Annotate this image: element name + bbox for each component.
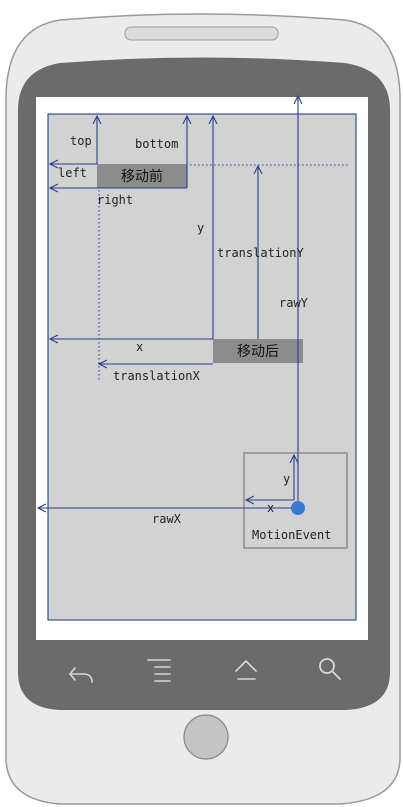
back-icon[interactable] bbox=[69, 667, 93, 683]
after-move-label: 移动后 bbox=[237, 344, 279, 360]
right-label: right bbox=[97, 193, 133, 207]
motion-event-label: MotionEvent bbox=[252, 528, 331, 542]
search-icon[interactable] bbox=[319, 658, 341, 680]
canvas-area bbox=[47, 113, 357, 621]
translation-y-label: translationY bbox=[217, 246, 304, 260]
top-label: top bbox=[70, 134, 92, 148]
after-move-box bbox=[213, 339, 303, 363]
motion-event-box bbox=[243, 452, 348, 549]
event-y-label: y bbox=[283, 472, 290, 486]
left-label: left bbox=[58, 166, 87, 180]
hardware-home-button[interactable] bbox=[183, 714, 229, 760]
before-move-box bbox=[97, 164, 187, 188]
touch-point bbox=[291, 501, 305, 515]
x-label: x bbox=[136, 340, 143, 354]
menu-icon[interactable] bbox=[147, 659, 171, 682]
translation-x-label: translationX bbox=[113, 369, 200, 383]
home-icon[interactable] bbox=[235, 660, 257, 680]
speaker-slot bbox=[124, 26, 279, 41]
before-move-label: 移动前 bbox=[121, 168, 163, 185]
y-label: y bbox=[197, 221, 204, 235]
raw-x-label: rawX bbox=[152, 512, 182, 526]
raw-y-label: rawY bbox=[279, 296, 309, 310]
bottom-label: bottom bbox=[135, 137, 178, 151]
